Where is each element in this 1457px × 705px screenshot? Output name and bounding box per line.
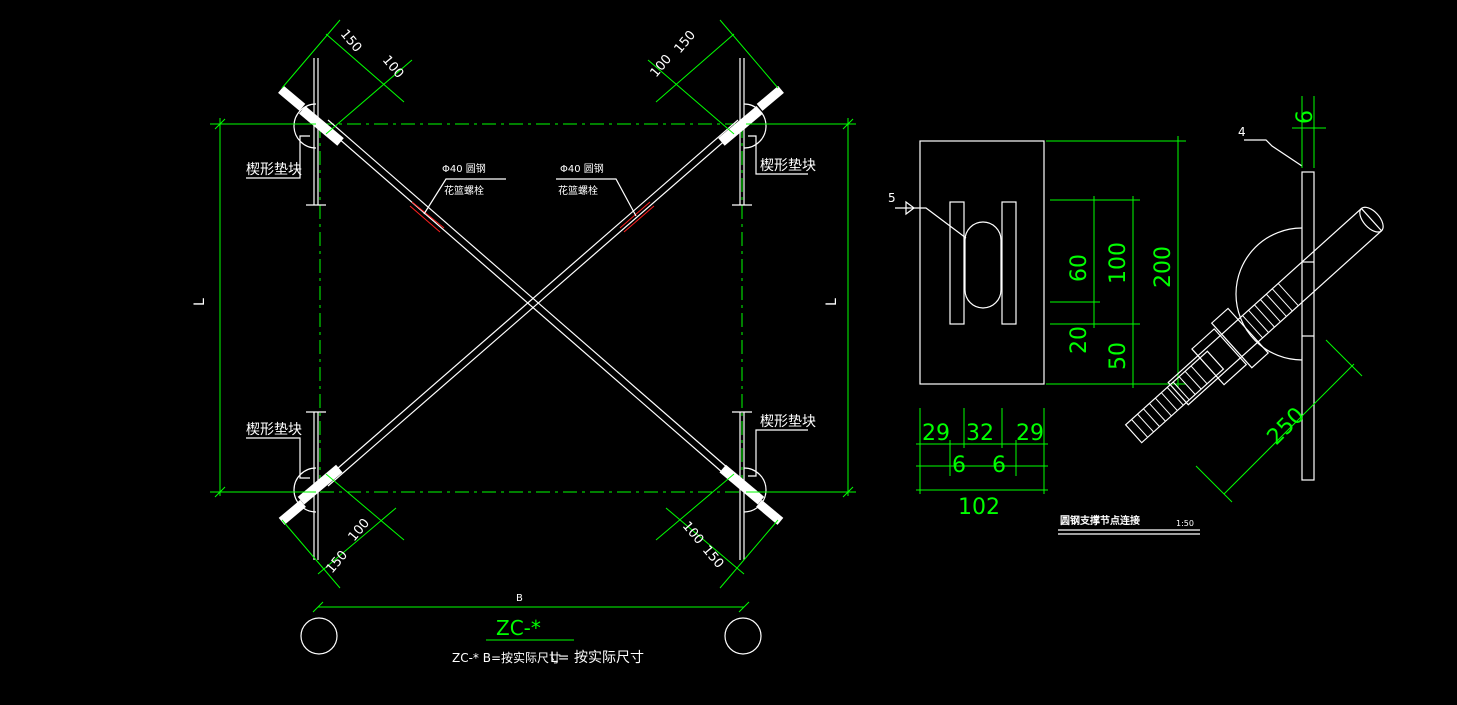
svg-text:50: 50: [1106, 342, 1131, 370]
svg-text:150: 150: [324, 548, 351, 577]
label-wedge-tl: 楔形垫块: [246, 162, 302, 178]
corner-dims-top-left: 150 100: [281, 19, 413, 135]
label-B: B: [516, 593, 523, 604]
dim-250-line: [1223, 363, 1355, 495]
member-mark: ZC-*: [496, 616, 541, 640]
dim-6-left: 6: [952, 453, 966, 478]
dim-250: 250: [1263, 403, 1310, 450]
leader-callout-4: [1244, 139, 1303, 167]
brace-diagonal-1: [321, 119, 745, 487]
rod-slot: [964, 221, 1002, 309]
rib-left: [949, 201, 965, 325]
label-rod-left: Φ40 圆钢: [442, 162, 486, 175]
note-L: L= 按实际尺寸: [550, 650, 644, 666]
svg-text:200: 200: [1151, 246, 1176, 288]
plate-detail: 5 200 100 50 60 20 29 32 29 6 6 102: [888, 136, 1186, 520]
svg-text:100: 100: [379, 53, 406, 82]
round-rod: [1124, 206, 1384, 444]
node-detail: 4 6 250 圆钢支撑节点连接 1:50: [1058, 96, 1384, 535]
brace-diagonal-2: [321, 119, 745, 487]
label-turnbuckle-left: 花篮螺栓: [444, 184, 484, 197]
label-wedge-tr: 楔形垫块: [760, 158, 816, 174]
dim-6-right: 6: [992, 453, 1006, 478]
svg-text:100: 100: [679, 519, 706, 548]
detail-scale: 1:50: [1176, 519, 1194, 528]
leader-wedge-tr: [748, 135, 808, 175]
callout-5: 5: [888, 191, 896, 205]
detail-title: 圆钢支撑节点连接: [1060, 514, 1140, 527]
dim-32: 32: [966, 421, 994, 446]
grid-bubble-left: [300, 617, 338, 655]
base-plate: [919, 140, 1045, 385]
leader-wedge-bl: [246, 437, 310, 479]
note-B: ZC-* B=按实际尺寸: [452, 650, 561, 665]
dim-6-node: 6: [1293, 110, 1318, 124]
corner-dims-bottom-left: 100 150: [281, 473, 405, 589]
dim-29-left: 29: [922, 421, 950, 446]
corner-dims-bottom-right: 100 150: [655, 473, 779, 589]
svg-text:150: 150: [699, 543, 726, 572]
node-top-left: [278, 85, 344, 149]
label-L-right: L: [824, 298, 840, 306]
rib-right: [1001, 201, 1017, 325]
leader-wedge-br: [748, 429, 808, 477]
svg-text:100: 100: [648, 52, 675, 81]
dim-102: 102: [958, 495, 1000, 520]
node-bottom-left: [278, 464, 343, 525]
gusset-arc: [1235, 227, 1303, 361]
label-L-left: L: [192, 298, 208, 306]
leader-wedge-tl: [246, 135, 310, 179]
svg-text:150: 150: [672, 28, 699, 57]
svg-text:20: 20: [1067, 326, 1092, 354]
label-turnbuckle-right: 花篮螺栓: [558, 184, 598, 197]
leader-callout-5: [895, 207, 967, 239]
callout-4: 4: [1238, 125, 1246, 139]
column-flange: [1301, 171, 1315, 481]
label-wedge-bl: 楔形垫块: [246, 422, 302, 438]
svg-text:150: 150: [337, 27, 364, 56]
label-wedge-br: 楔形垫块: [760, 414, 816, 430]
node-top-right: [718, 85, 784, 149]
bracing-elevation: L L 150 100 150 100 100 150: [192, 19, 856, 666]
label-rod-right: Φ40 圆钢: [560, 162, 604, 175]
turnbuckle-mark-left: [409, 201, 445, 233]
svg-text:100: 100: [346, 516, 373, 545]
node-bottom-right: [719, 464, 784, 525]
grid-bubble-right: [724, 617, 762, 655]
dim-29-right: 29: [1016, 421, 1044, 446]
svg-text:100: 100: [1106, 242, 1131, 284]
leader-rod-right: [556, 178, 637, 217]
leader-rod-left: [423, 178, 506, 215]
svg-text:60: 60: [1067, 254, 1092, 282]
